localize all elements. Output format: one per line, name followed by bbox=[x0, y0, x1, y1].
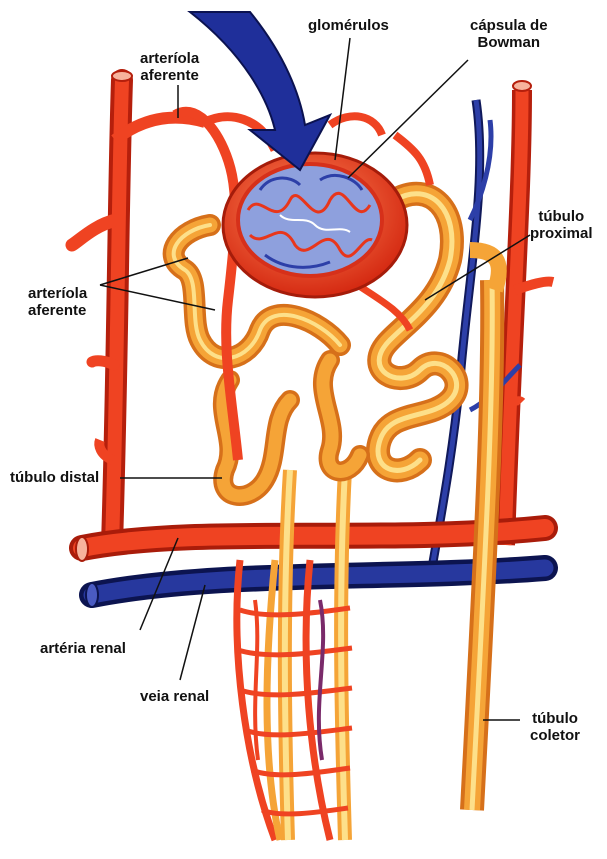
label-line: Bowman bbox=[470, 34, 548, 51]
label-line: proximal bbox=[530, 225, 593, 242]
label-line: arteríola bbox=[140, 50, 199, 67]
label-veia-renal: veia renal bbox=[140, 688, 209, 705]
blood-inflow-arrow bbox=[190, 12, 330, 170]
label-line: aferente bbox=[28, 302, 87, 319]
label-capsula-de-bowman: cápsula de Bowman bbox=[470, 17, 548, 51]
label-line: túbulo bbox=[530, 208, 593, 225]
label-line: túbulo bbox=[530, 710, 580, 727]
label-line: cápsula de bbox=[470, 17, 548, 34]
label-line: aferente bbox=[140, 67, 199, 84]
collecting-duct bbox=[470, 250, 499, 810]
label-tubulo-coletor: túbulo coletor bbox=[530, 710, 580, 744]
label-arteria-renal: artéria renal bbox=[40, 640, 126, 657]
label-arteriola-aferente-top: arteríola aferente bbox=[140, 50, 199, 84]
right-artery-tree bbox=[505, 81, 553, 545]
label-line: arteríola bbox=[28, 285, 87, 302]
label-tubulo-distal: túbulo distal bbox=[10, 469, 99, 486]
label-tubulo-proximal: túbulo proximal bbox=[530, 208, 593, 242]
label-glomerulos: glomérulos bbox=[308, 17, 389, 34]
label-line: coletor bbox=[530, 727, 580, 744]
label-arteriola-aferente-left: arteríola aferente bbox=[28, 285, 87, 319]
